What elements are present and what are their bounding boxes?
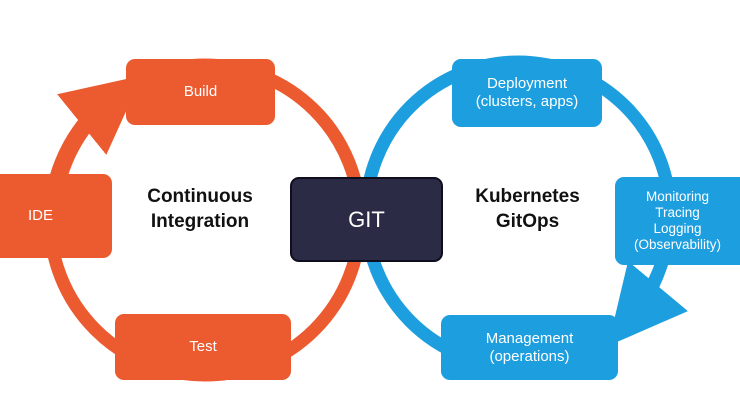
ci-title: Continuous Integration	[147, 186, 253, 232]
gitops-title: Kubernetes GitOps	[475, 186, 580, 232]
deployment-node: Deployment (clusters, apps)	[452, 59, 602, 127]
ci-arrow-to-build	[53, 75, 143, 182]
gitops-arrow-to-management	[608, 260, 688, 346]
ide-node: IDE	[0, 174, 112, 258]
build-node: Build	[126, 59, 275, 125]
git-hub-node: GIT	[290, 177, 443, 262]
management-node: Management (operations)	[441, 315, 618, 380]
test-node: Test	[115, 314, 291, 380]
monitoring-node: Monitoring Tracing Logging (Observabilit…	[615, 177, 740, 265]
